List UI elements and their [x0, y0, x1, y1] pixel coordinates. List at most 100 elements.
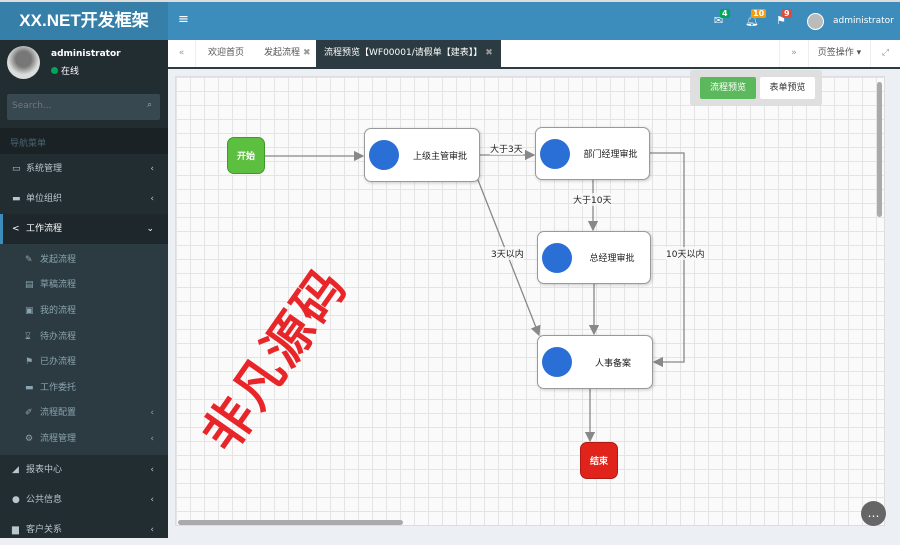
- flow-preview-button[interactable]: 流程预览: [700, 77, 756, 99]
- submenu-todo-flow[interactable]: ⌛︎ 待办流程: [25, 325, 168, 350]
- top-navbar: XX.NET开发框架 ≡ ✉4 🔔︎10 ⚑9 administrator: [0, 0, 900, 40]
- user-icon: [540, 138, 570, 169]
- submenu-flow-config[interactable]: ✐流程配置‹: [25, 401, 168, 426]
- tab-start-flow[interactable]: 发起流程✖: [264, 40, 311, 67]
- file-icon: ▤: [25, 280, 34, 290]
- tasks-badge: 9: [782, 9, 792, 18]
- menu-label: 报表中心: [26, 465, 63, 475]
- menu-label: 工作流程: [26, 224, 63, 234]
- node-label: 部门经理审批: [583, 150, 638, 160]
- online-dot-icon: [51, 67, 58, 74]
- file-image-icon: ▣: [25, 306, 34, 316]
- tab-flow-preview[interactable]: 流程预览【WF00001/请假单【建表】】✖: [316, 40, 501, 67]
- cogs-icon: ⚙: [25, 434, 34, 444]
- flag-icon: ⚑: [776, 14, 786, 27]
- close-icon[interactable]: ✖: [485, 48, 493, 58]
- caret-down-icon: ▾: [856, 48, 862, 58]
- user-avatar: [7, 46, 40, 79]
- hourglass-icon: ⌛︎: [25, 332, 31, 342]
- node-label: 总经理审批: [589, 254, 635, 264]
- tab-bar: « 欢迎首页 发起流程✖ 流程预览【WF00001/请假单【建表】】✖ » 页签…: [168, 40, 900, 69]
- edge-label-le3: 3天以内: [491, 247, 524, 260]
- user-icon: [542, 242, 572, 273]
- flow-canvas: [175, 76, 885, 526]
- user-icon: [369, 140, 399, 170]
- form-preview-button[interactable]: 表单预览: [760, 77, 815, 99]
- chevron-left-icon: ‹: [150, 434, 154, 444]
- submenu-delegate[interactable]: ▬ 工作委托: [25, 376, 168, 401]
- chat-bubble-icon[interactable]: …: [861, 501, 886, 526]
- flow-node-supervisor[interactable]: 上级主管审批: [364, 128, 480, 182]
- submenu-label: 工作委托: [40, 383, 77, 393]
- messages-badge: 4: [720, 9, 730, 18]
- laptop-icon: ▬: [12, 194, 21, 204]
- content-area: [168, 69, 900, 538]
- search-input[interactable]: Search... ⌕: [7, 94, 160, 120]
- menu-item-public[interactable]: ●公共信息‹: [0, 485, 168, 515]
- share-icon: <: [12, 224, 20, 234]
- tab-welcome[interactable]: 欢迎首页: [208, 40, 244, 67]
- messages-button[interactable]: ✉4: [714, 9, 730, 27]
- user-icon: [542, 347, 572, 377]
- tasks-button[interactable]: ⚑9: [776, 9, 792, 27]
- edge-label-gt10: 大于10天: [573, 193, 612, 206]
- menu-item-org[interactable]: ▬ 单位组织 ‹: [0, 184, 168, 214]
- submenu-my-flow[interactable]: ▣ 我的流程: [25, 299, 168, 324]
- search-placeholder: Search...: [12, 101, 52, 111]
- chevron-left-icon: ‹: [150, 465, 154, 475]
- globe-icon: ●: [12, 495, 20, 505]
- tab-label: 流程预览【WF00001/请假单【建表】】: [324, 48, 483, 58]
- tab-label: 欢迎首页: [208, 48, 245, 58]
- vertical-scrollbar[interactable]: [877, 82, 882, 217]
- submenu-start-flow[interactable]: ✎发起流程: [25, 248, 168, 273]
- submenu-label: 流程配置: [40, 408, 77, 418]
- tab-label: 发起流程: [264, 48, 301, 58]
- flow-node-start[interactable]: 开始: [227, 137, 265, 174]
- fullscreen-icon[interactable]: ⤢: [870, 40, 900, 67]
- submenu-label: 流程管理: [40, 434, 77, 444]
- edge-label-le10: 10天以内: [666, 247, 705, 260]
- user-status: 在线: [51, 64, 79, 77]
- submenu-done-flow[interactable]: ⚑ 已办流程: [25, 350, 168, 375]
- flag-icon: ⚑: [25, 357, 34, 367]
- chevron-down-icon: ⌄: [146, 224, 154, 234]
- submenu-draft-flow[interactable]: ▤ 草稿流程: [25, 273, 168, 298]
- submenu-label: 草稿流程: [40, 280, 77, 290]
- menu-label: 客户关系: [26, 525, 63, 535]
- tab-actions-dropdown[interactable]: 页签操作 ▾: [808, 40, 870, 67]
- submenu-label: 发起流程: [40, 255, 77, 265]
- logo[interactable]: XX.NET开发框架: [0, 2, 168, 40]
- menu-item-workflow[interactable]: < 工作流程 ⌄: [0, 214, 168, 244]
- laptop-icon: ▬: [25, 383, 34, 393]
- close-icon[interactable]: ✖: [303, 48, 311, 58]
- submenu-label: 待办流程: [40, 332, 77, 342]
- flow-node-hr[interactable]: 人事备案: [537, 335, 653, 389]
- area-chart-icon: ◢: [12, 465, 19, 475]
- envelope-icon: ✉: [714, 14, 724, 27]
- chevron-left-icon: ‹: [150, 408, 154, 418]
- tab-scroll-left-button[interactable]: «: [168, 40, 196, 67]
- flow-node-end[interactable]: 结束: [580, 442, 618, 479]
- tab-scroll-right-button[interactable]: »: [779, 40, 808, 67]
- workflow-submenu: ✎发起流程 ▤草稿流程 ▣我的流程 ⌛︎待办流程 ⚑已办流程 ▬工作委托 ✐流程…: [0, 244, 168, 455]
- horizontal-scrollbar[interactable]: [178, 520, 403, 525]
- submenu-flow-manage[interactable]: ⚙ 流程管理 ‹: [25, 427, 168, 452]
- user-menu[interactable]: administrator: [833, 16, 894, 26]
- menu-label: 单位组织: [26, 194, 63, 204]
- flow-node-gm[interactable]: 总经理审批: [537, 231, 651, 284]
- desktop-icon: ▭: [12, 164, 21, 174]
- menu-toggle-button[interactable]: ≡: [178, 12, 189, 27]
- user-name: administrator: [51, 49, 121, 59]
- node-label: 上级主管审批: [412, 151, 467, 162]
- notifications-button[interactable]: 🔔︎10: [745, 9, 767, 27]
- menu-item-system[interactable]: ▭系统管理‹: [0, 154, 168, 184]
- avatar[interactable]: [807, 13, 824, 30]
- chevron-left-icon: ‹: [150, 194, 154, 204]
- flow-node-dept[interactable]: 部门经理审批: [535, 127, 650, 180]
- submenu-label: 已办流程: [40, 357, 77, 367]
- menu-item-reports[interactable]: ◢ 报表中心 ‹: [0, 455, 168, 485]
- submenu-label: 我的流程: [40, 306, 77, 316]
- menu-item-crm[interactable]: ▆客户关系‹: [0, 515, 168, 545]
- nav-header: 导航菜单: [0, 128, 168, 154]
- search-icon[interactable]: ⌕: [146, 100, 152, 110]
